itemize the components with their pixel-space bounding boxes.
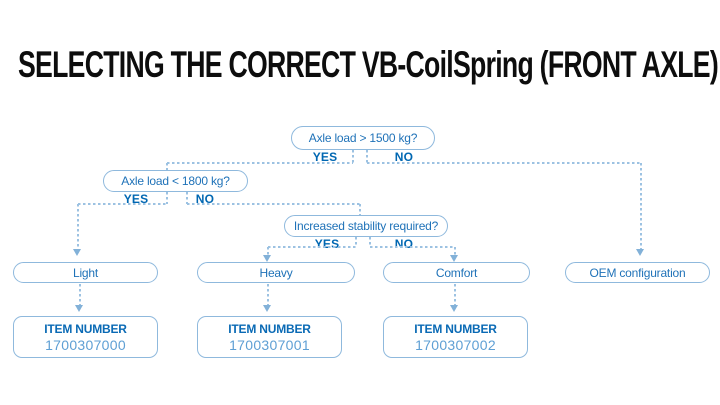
connector-line [355, 237, 357, 247]
connector-line [352, 150, 354, 163]
connector-line [369, 237, 371, 247]
branch-label-no: NO [394, 150, 414, 164]
connector-line [77, 204, 79, 249]
branch-label-yes: YES [312, 150, 338, 164]
connector-line [267, 284, 269, 305]
connector-line [79, 284, 81, 305]
connector-line [166, 163, 168, 171]
item-number-box: ITEM NUMBER 1700307002 [383, 316, 528, 358]
result-comfort: Comfort [383, 262, 530, 283]
result-light: Light [13, 262, 158, 283]
item-number-heading: ITEM NUMBER [228, 321, 311, 336]
connector-line [167, 162, 353, 164]
connector-arrow [75, 305, 83, 312]
connector-line [78, 203, 167, 205]
decision-axle-load-1800: Axle load < 1800 kg? [103, 170, 248, 192]
item-number-heading: ITEM NUMBER [414, 321, 497, 336]
branch-label-no: NO [394, 237, 414, 251]
item-number-box: ITEM NUMBER 1700307001 [197, 316, 342, 358]
connector-arrow [263, 255, 271, 262]
connector-arrow [73, 249, 81, 256]
item-number-value: 1700307000 [45, 336, 126, 353]
decision-axle-load-1500: Axle load > 1500 kg? [291, 126, 435, 150]
connector-line [370, 246, 455, 248]
item-number-box: ITEM NUMBER 1700307000 [13, 316, 158, 358]
branch-label-yes: YES [314, 237, 340, 251]
connector-line [366, 150, 368, 163]
branch-label-no: NO [195, 192, 215, 206]
decision-increased-stability: Increased stability required? [284, 215, 448, 237]
result-heavy: Heavy [197, 262, 355, 283]
item-number-value: 1700307002 [415, 336, 496, 353]
item-number-value: 1700307001 [229, 336, 310, 353]
connector-line [454, 247, 456, 255]
connector-line [359, 204, 361, 216]
branch-label-yes: YES [123, 192, 149, 206]
connector-line [186, 192, 188, 204]
connector-line [454, 284, 456, 305]
connector-line [166, 192, 168, 204]
connector-line [640, 163, 642, 249]
connector-arrow [636, 249, 644, 256]
connector-arrow [450, 305, 458, 312]
connector-arrow [450, 255, 458, 262]
connector-line [267, 247, 269, 255]
result-oem-configuration: OEM configuration [565, 262, 710, 283]
connector-line [268, 246, 356, 248]
page-title: SELECTING THE CORRECT VB-CoilSpring (FRO… [18, 44, 719, 85]
connector-line [187, 203, 360, 205]
connector-arrow [263, 305, 271, 312]
connector-line [367, 162, 641, 164]
item-number-heading: ITEM NUMBER [44, 321, 127, 336]
